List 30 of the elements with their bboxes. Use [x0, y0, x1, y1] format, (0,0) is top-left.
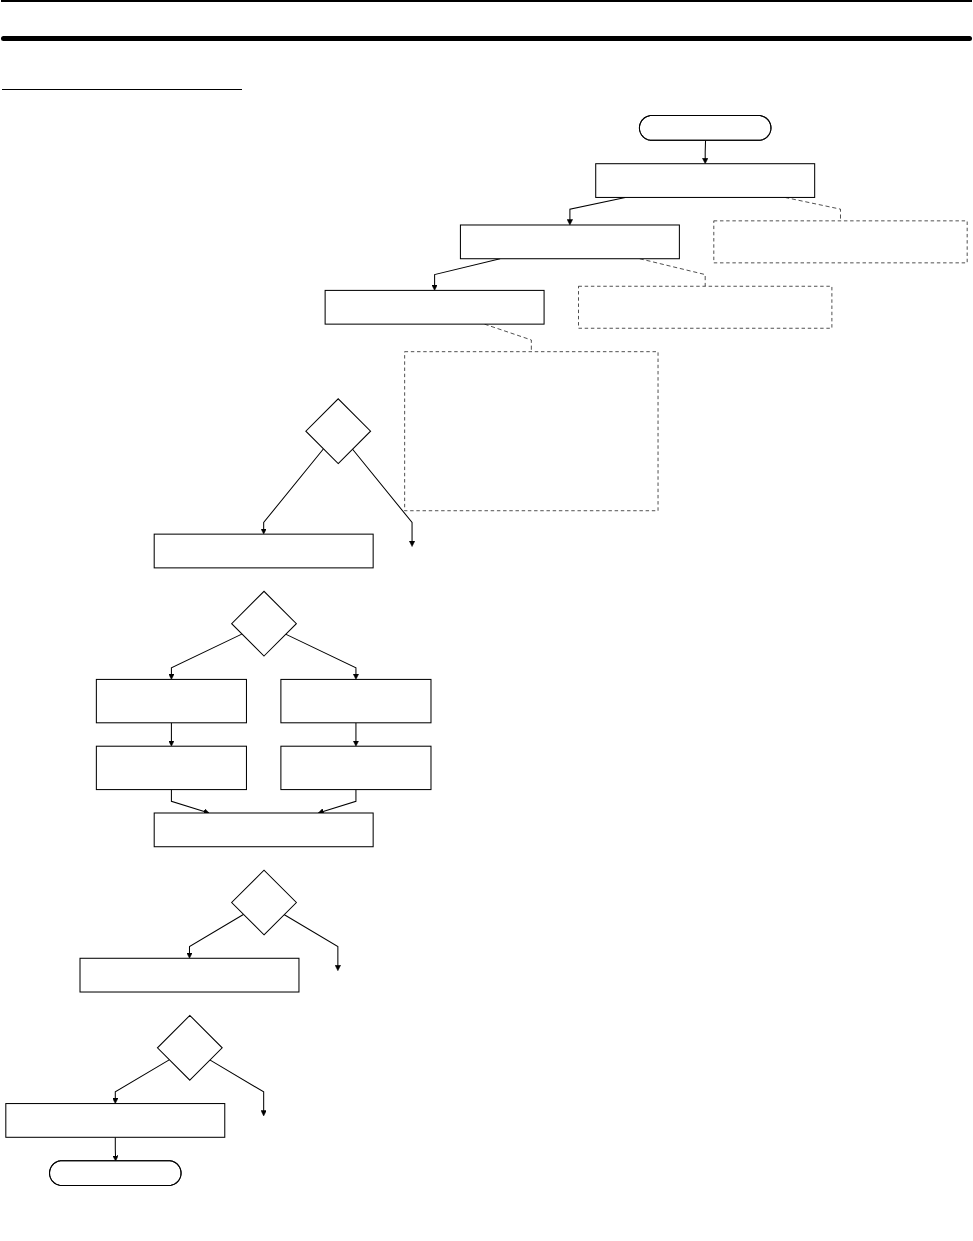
node-diamond	[230, 869, 298, 936]
arrow	[702, 140, 709, 164]
node-diamond	[305, 398, 372, 465]
arrow	[168, 722, 175, 747]
node-diamond	[156, 1014, 223, 1081]
node-box	[79, 957, 300, 993]
arrow	[209, 1059, 267, 1117]
arrow	[351, 448, 416, 547]
node-box	[95, 745, 247, 791]
node-box	[324, 289, 545, 325]
node-box	[95, 678, 247, 724]
arrow	[352, 722, 359, 747]
node-box	[595, 163, 816, 198]
arrow	[285, 633, 359, 680]
node-box	[578, 285, 833, 329]
node-box	[280, 678, 432, 724]
node-box	[713, 220, 968, 264]
arrow	[283, 914, 341, 971]
node-box	[280, 745, 432, 791]
arrow	[186, 914, 244, 959]
node-box	[153, 812, 374, 848]
node-diamond	[230, 590, 298, 657]
node-box	[5, 1103, 226, 1138]
arrow	[112, 1059, 170, 1104]
node-box	[153, 533, 374, 569]
node-box	[404, 351, 659, 512]
arrow	[112, 1136, 119, 1162]
arrow	[168, 633, 243, 680]
arrow	[260, 448, 324, 535]
node-box	[459, 224, 680, 260]
